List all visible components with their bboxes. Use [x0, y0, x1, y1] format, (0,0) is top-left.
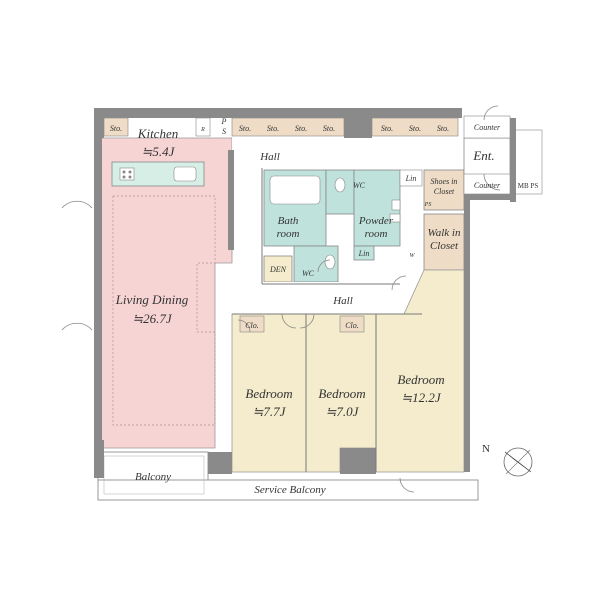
- hall-mid-label: Hall: [332, 295, 353, 307]
- bedroom-1-size: ≒7.7J: [253, 404, 287, 419]
- lin-lower-area: [353, 245, 375, 261]
- w-label: W: [410, 253, 416, 259]
- living-size: ≒26.7J: [132, 311, 173, 326]
- sto-label: Sto.: [110, 124, 122, 133]
- r-label: R: [200, 127, 205, 133]
- counter-top-label: Counter: [474, 123, 501, 132]
- bedroom-3-size: ≒12.2J: [401, 390, 442, 405]
- walkin-line2: Closet: [430, 240, 459, 252]
- sto-label: Sto.: [381, 124, 393, 133]
- kitchen-name: Kitchen: [137, 126, 178, 141]
- compass-north-label: N: [482, 443, 490, 455]
- sto-label: Sto.: [437, 124, 449, 133]
- shoes-line2: Closet: [434, 187, 455, 196]
- hall-mid-area: [232, 282, 422, 314]
- walk-in-closet-area: [423, 213, 465, 271]
- shoes-closet-area: [423, 169, 465, 211]
- lin-label: Lin: [405, 174, 417, 183]
- lin-upper-area: [399, 169, 423, 187]
- storage-strip: [103, 117, 459, 137]
- walkin-line1: Walk in: [428, 227, 461, 239]
- wc-label: WC: [353, 181, 366, 190]
- kitchen-size: ≒5.4J: [142, 144, 176, 159]
- doors: [61, 105, 501, 493]
- entrance-label: Ent.: [472, 148, 494, 163]
- bath-line1: Bath: [278, 215, 299, 227]
- balcony-outline: [97, 451, 479, 501]
- sto-label: Sto.: [295, 124, 307, 133]
- living-name: Living Dining: [115, 292, 189, 307]
- bedroom-2-name: Bedroom: [318, 386, 365, 401]
- walls: [94, 108, 516, 478]
- shoes-line1: Shoes in: [431, 177, 458, 186]
- sto-label: Sto.: [409, 124, 421, 133]
- bedroom-2-size: ≒7.0J: [326, 404, 360, 419]
- ps-small-label: PS: [424, 202, 432, 208]
- clo-label: Clo.: [345, 321, 359, 330]
- mbps-area: [511, 129, 543, 195]
- ps-p-label: P: [221, 117, 227, 126]
- balcony-label: Balcony: [135, 471, 171, 483]
- powder-line1: Powder: [358, 215, 394, 227]
- clo-label: Clo.: [245, 321, 259, 330]
- counter-bottom-label: Counter: [474, 181, 501, 190]
- den-label: DEN: [269, 265, 287, 274]
- sto-label: Sto.: [267, 124, 279, 133]
- mbps-label: MB PS: [518, 182, 539, 190]
- sto-label: Sto.: [239, 124, 251, 133]
- service-balcony-label: Service Balcony: [254, 484, 325, 496]
- lin-label: Lin: [358, 249, 370, 258]
- bedroom-1-name: Bedroom: [245, 386, 292, 401]
- ps-s-label: S: [222, 127, 226, 136]
- wc-label: WC: [302, 269, 315, 278]
- compass-icon: [503, 447, 533, 477]
- hall-top-area: [232, 138, 472, 168]
- sto-label: Sto.: [323, 124, 335, 133]
- powder-line2: room: [365, 228, 388, 240]
- hall-top-label: Hall: [259, 151, 280, 163]
- bath-line2: room: [277, 228, 300, 240]
- bedroom-3-name: Bedroom: [397, 372, 444, 387]
